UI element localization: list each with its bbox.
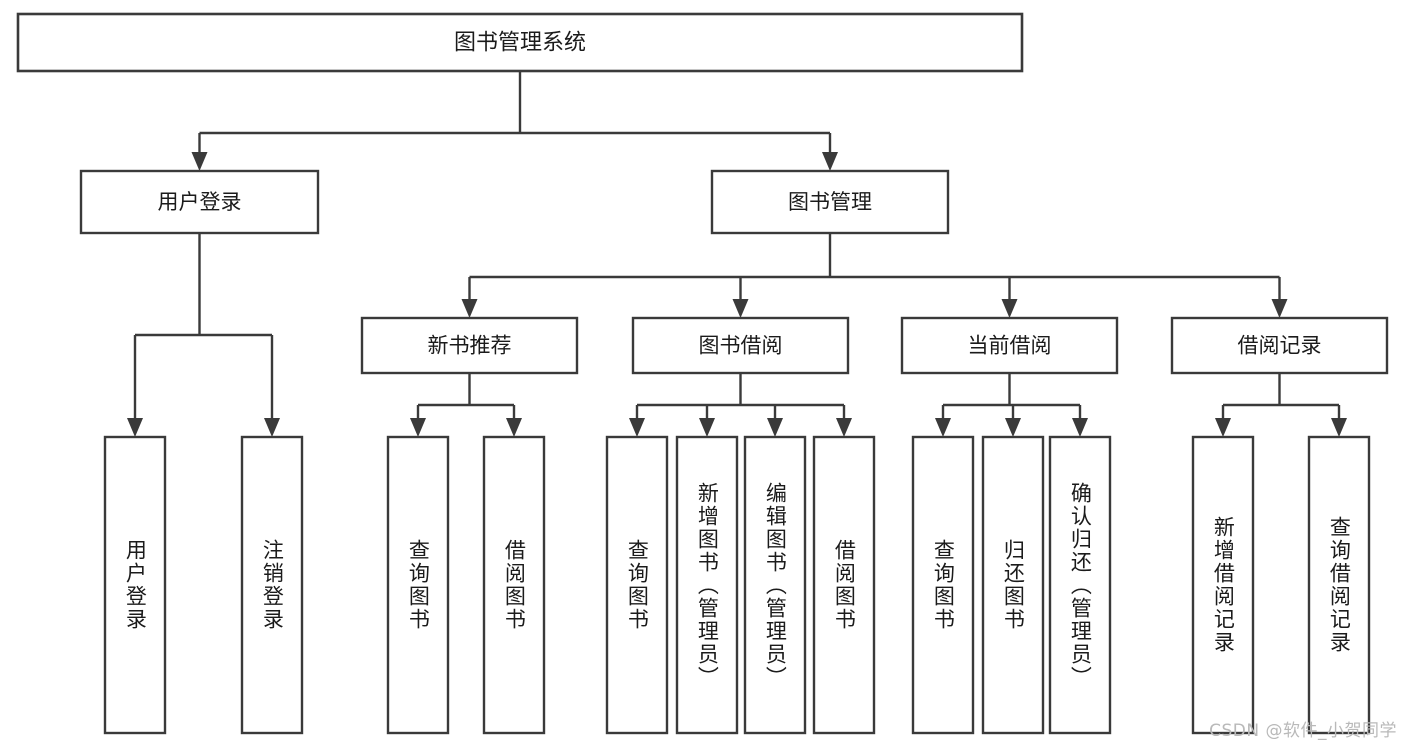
arrow-head-icon-leaf-query-book-3 xyxy=(935,418,951,437)
node-box-leaf-query-record[interactable] xyxy=(1307,435,1371,735)
arrow-head-icon-leaf-user-logout xyxy=(264,418,280,437)
arrow-head-icon-leaf-query-record xyxy=(1331,418,1347,437)
arrow-head-icon-book-borrow xyxy=(732,299,749,318)
node-label-book-manage: 图书管理 xyxy=(788,190,872,214)
node-box-leaf-add-record[interactable] xyxy=(1191,435,1255,735)
arrow-head-icon-leaf-query-book-1 xyxy=(410,418,426,437)
watermark-text: CSDN @软件_小贺同学 xyxy=(1209,721,1397,741)
node-box-borrow-record[interactable] xyxy=(1170,316,1389,375)
arrow-head-icon-new-book-recommend xyxy=(461,299,478,318)
node-box-leaf-user-logout[interactable] xyxy=(240,435,304,735)
arrow-head-icon-leaf-user-login xyxy=(127,418,143,437)
node-label-user-login: 用户登录 xyxy=(158,190,242,214)
arrow-head-icon-user-login xyxy=(191,152,208,171)
node-box-book-borrow[interactable] xyxy=(631,316,850,375)
arrow-head-icon-leaf-add-book xyxy=(699,418,715,437)
arrow-head-icon-current-borrow xyxy=(1001,299,1018,318)
node-box-user-login[interactable] xyxy=(79,169,320,235)
node-label-current-borrow: 当前借阅 xyxy=(968,334,1052,358)
arrow-head-icon-leaf-edit-book xyxy=(767,418,783,437)
node-boxes-layer xyxy=(16,12,1389,735)
arrow-head-icon-borrow-record xyxy=(1271,299,1288,318)
arrow-head-icon-leaf-borrow-book-2 xyxy=(836,418,852,437)
node-label-root: 图书管理系统 xyxy=(454,31,586,56)
node-box-leaf-add-book[interactable] xyxy=(675,435,739,735)
node-box-root[interactable] xyxy=(16,12,1024,73)
arrow-head-icon-book-manage xyxy=(822,152,838,171)
node-box-leaf-return-book[interactable] xyxy=(981,435,1045,735)
connectors-layer xyxy=(127,71,1347,437)
node-box-book-manage[interactable] xyxy=(710,169,950,235)
arrow-head-icon-leaf-return-book xyxy=(1005,418,1021,437)
node-box-leaf-borrow-book-1[interactable] xyxy=(482,435,546,735)
node-box-leaf-query-book-3[interactable] xyxy=(911,435,975,735)
node-box-leaf-query-book-2[interactable] xyxy=(605,435,669,735)
node-box-leaf-user-login[interactable] xyxy=(103,435,167,735)
node-box-new-book-recommend[interactable] xyxy=(360,316,579,375)
arrow-head-icon-leaf-query-book-2 xyxy=(629,418,645,437)
node-box-current-borrow[interactable] xyxy=(900,316,1119,375)
node-label-new-book-recommend: 新书推荐 xyxy=(428,334,512,358)
node-box-leaf-confirm-return[interactable] xyxy=(1048,435,1112,735)
node-label-borrow-record: 借阅记录 xyxy=(1238,334,1322,358)
arrow-head-icon-leaf-confirm-return xyxy=(1072,418,1088,437)
node-label-book-borrow: 图书借阅 xyxy=(699,334,783,358)
arrow-head-icon-leaf-add-record xyxy=(1215,418,1231,437)
node-box-leaf-edit-book[interactable] xyxy=(743,435,807,735)
node-box-leaf-query-book-1[interactable] xyxy=(386,435,450,735)
arrow-head-icon-leaf-borrow-book-1 xyxy=(506,418,522,437)
node-box-leaf-borrow-book-2[interactable] xyxy=(812,435,876,735)
